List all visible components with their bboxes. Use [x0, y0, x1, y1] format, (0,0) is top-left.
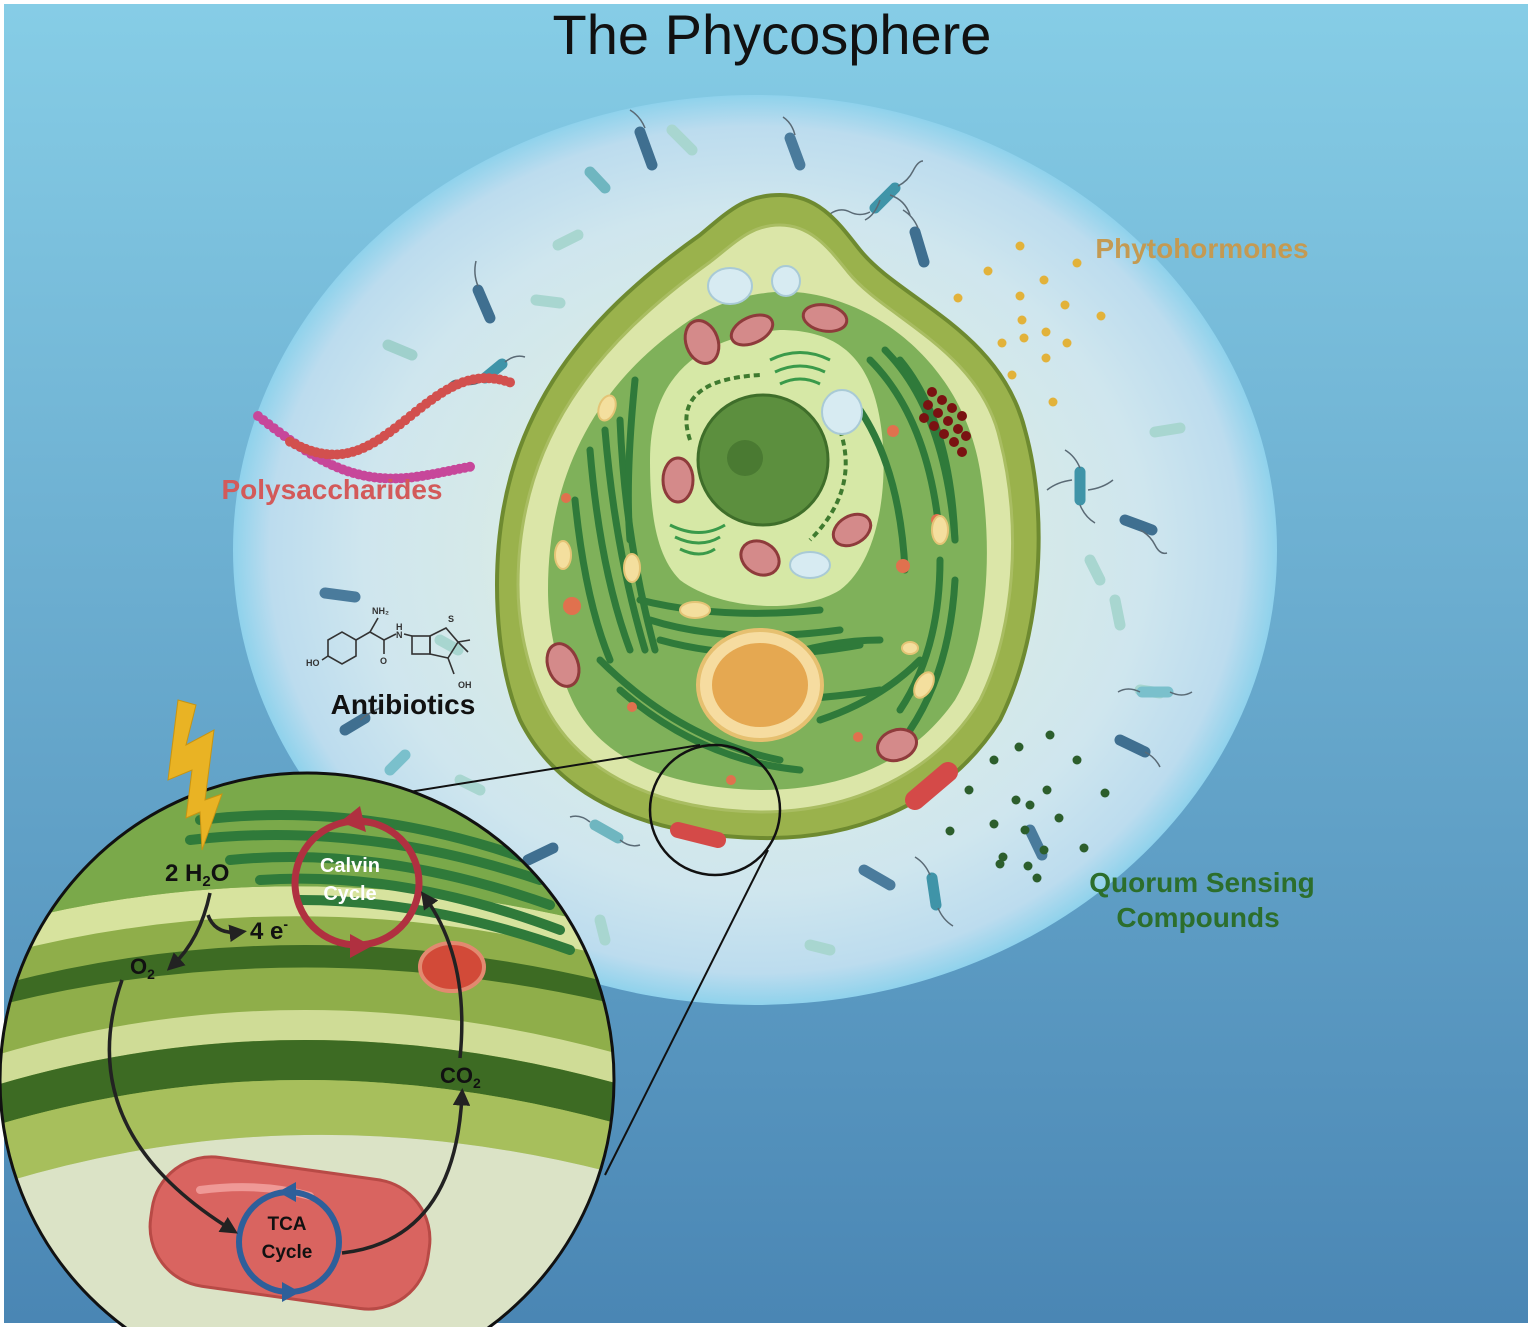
quorum-dot — [1042, 785, 1052, 795]
phytohormone-dot — [1060, 300, 1070, 310]
quorum-dot — [998, 852, 1008, 862]
quorum-dot — [1054, 813, 1064, 823]
phytohormone-dot — [1096, 311, 1106, 321]
quorum-sensing-particles — [945, 730, 1110, 883]
vacuole — [771, 265, 801, 297]
inset-magnified-view: Calvin Cycle TCA Cycle 2 H2O 4 e- O2 CO2 — [0, 771, 616, 1327]
quorum-dot — [1100, 788, 1110, 798]
bacterium-red — [905, 762, 958, 810]
phytohormone-dot — [1015, 291, 1025, 301]
atom-label-oh: OH — [458, 680, 472, 690]
phytohormone-dot — [1039, 275, 1049, 285]
tca-label-line2: Cycle — [262, 1242, 313, 1263]
label-phytohormones: Phytohormones — [1095, 233, 1308, 264]
label-antibiotics: Antibiotics — [331, 689, 476, 720]
pathway-arrows — [107, 891, 471, 1255]
pyrenoid-core — [712, 643, 808, 727]
phytohormone-dot — [1062, 338, 1072, 348]
label-water: 2 H2O — [165, 860, 229, 890]
atom-label-s: S — [448, 614, 454, 624]
phytohormone-dot — [997, 338, 1007, 348]
quorum-dot — [989, 819, 999, 829]
quorum-dot — [1072, 755, 1082, 765]
nucleolus — [727, 440, 763, 476]
label-polysaccharides: Polysaccharides — [221, 474, 442, 505]
calvin-label-line1: Calvin — [320, 855, 380, 877]
atom-label-o: O — [380, 656, 387, 666]
polysaccharide-bead — [465, 461, 475, 472]
quorum-dot — [1023, 861, 1033, 871]
phytohormone-dot — [1041, 327, 1051, 337]
vacuole — [707, 267, 753, 305]
phytohormone-dot — [1072, 258, 1082, 268]
quorum-dot — [1045, 730, 1055, 740]
quorum-dot — [1039, 845, 1049, 855]
quorum-dot — [1032, 873, 1042, 883]
vacuole — [821, 389, 863, 435]
endoplasmic-reticulum-2 — [808, 429, 848, 542]
tca-cycle: TCA Cycle — [236, 1182, 342, 1302]
tca-label-line1: TCA — [267, 1214, 306, 1235]
label-oxygen: O2 — [130, 954, 155, 982]
calvin-label-line2: Cycle — [323, 883, 376, 905]
zoom-region — [648, 743, 782, 877]
golgi-apparatus — [669, 351, 831, 556]
atom-label-h: H — [396, 622, 403, 632]
phytohormone-dot — [1015, 241, 1025, 251]
quorum-dot — [995, 859, 1005, 869]
zoom-connector-bottom — [604, 849, 769, 1176]
algal-cell — [494, 192, 1041, 841]
phytohormone-dot — [983, 266, 993, 276]
quorum-dot — [964, 785, 974, 795]
quorum-dot — [989, 755, 999, 765]
page-title: The Phycosphere — [553, 3, 992, 66]
label-quorum-line1: Quorum Sensing — [1089, 867, 1315, 898]
quorum-dot — [1020, 825, 1030, 835]
quorum-dot — [1025, 800, 1035, 810]
phytohormone-dot — [1007, 370, 1017, 380]
vesicles — [561, 425, 943, 785]
antibiotic-atom-labels: NH₂ HO H N S O OH — [306, 606, 472, 690]
quorum-dot — [1011, 795, 1021, 805]
phytohormone-dot — [1048, 397, 1058, 407]
atom-label-n: N — [396, 630, 403, 640]
phytohormone-dot — [953, 293, 963, 303]
label-quorum-line2: Compounds — [1116, 902, 1279, 933]
polysaccharide-bead — [505, 377, 515, 388]
atom-label-ho: HO — [306, 658, 320, 668]
phytohormone-dot — [1019, 333, 1029, 343]
phytohormone-dot — [1041, 353, 1051, 363]
light-energy-bolt-icon — [167, 699, 223, 851]
label-co2: CO2 — [440, 1063, 481, 1091]
starch-granules — [554, 394, 949, 699]
polysaccharide-chain — [253, 373, 515, 484]
endoplasmic-reticulum — [684, 373, 761, 441]
bacteria-group — [319, 124, 1186, 956]
phytohormone-dot — [1017, 315, 1027, 325]
atom-label-nh2: NH₂ — [372, 606, 389, 616]
vacuole — [789, 551, 831, 579]
quorum-dot — [945, 826, 955, 836]
flagella-group — [359, 109, 1193, 927]
quorum-dot — [1079, 843, 1089, 853]
mitochondria-group — [545, 303, 918, 763]
eyespot — [919, 387, 971, 457]
nucleus — [696, 393, 830, 527]
quorum-dot — [1014, 742, 1024, 752]
antibiotic-molecule — [321, 617, 471, 675]
bacterium-red — [670, 822, 726, 848]
calvin-cycle: Calvin Cycle — [291, 806, 423, 958]
label-electrons: 4 e- — [250, 916, 288, 945]
